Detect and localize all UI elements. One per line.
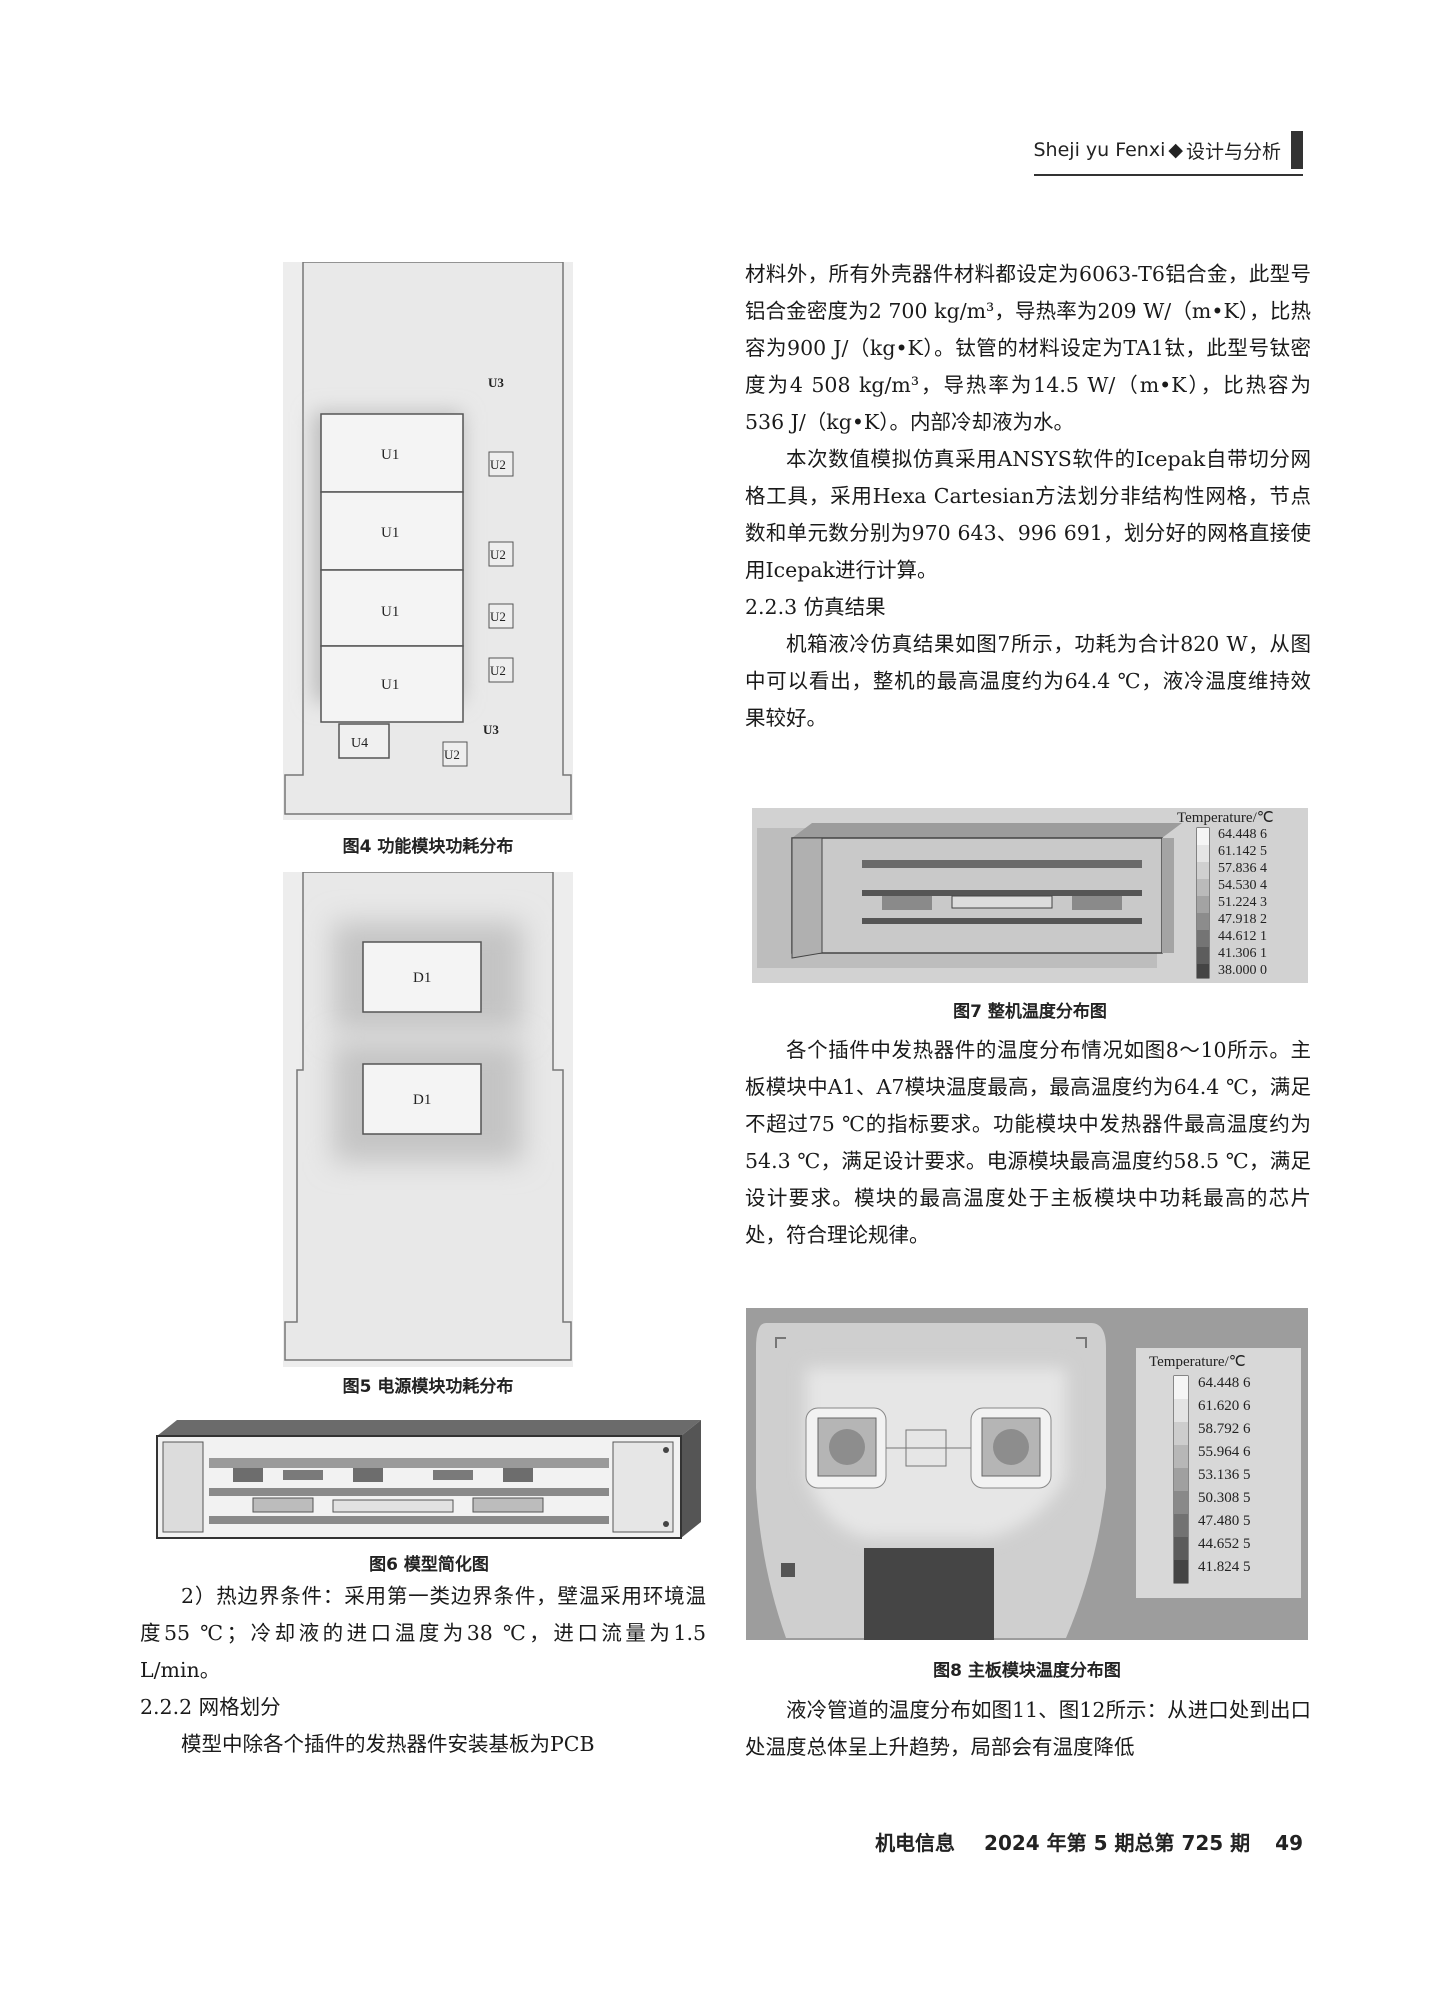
d1-label: D1: [413, 970, 431, 986]
u1-label: U1: [381, 525, 399, 541]
u1-label: U1: [381, 447, 399, 463]
u2-block: [488, 451, 514, 477]
footer-issue: 2024 年第 5 期总第 725 期: [984, 1831, 1251, 1855]
header-bar: [1291, 131, 1303, 169]
u2-block: [488, 541, 514, 567]
u4-label: U4: [351, 736, 368, 751]
figure-4: U1 U1 U1 U1 U2 U2 U2 U2 U2 U3 U3 U4: [283, 262, 573, 820]
paragraph: 模型中除各个插件的发热器件安装基板为PCB: [181, 1732, 595, 1756]
figure-6: [153, 1412, 705, 1542]
header-rule: [1033, 174, 1303, 176]
fig8-legend-value: 55.964 6: [1198, 1444, 1251, 1460]
fig8-legend-title: Temperature/℃: [1149, 1354, 1246, 1370]
fig8-legend-value: 64.448 6: [1198, 1375, 1251, 1391]
fig8-legend-value: 41.824 5: [1198, 1559, 1251, 1575]
fig7-legend-value: 64.448 6: [1218, 827, 1267, 842]
u1-block: [320, 645, 464, 723]
paragraph: 本次数值模拟仿真采用ANSYS软件的Icepak自带切分网格工具，采用Hexa …: [745, 447, 1311, 582]
u2-label: U2: [490, 663, 506, 678]
u1-label: U1: [381, 604, 399, 620]
u2-label: U2: [490, 609, 506, 624]
fig7-legend-value: 57.836 4: [1218, 861, 1267, 876]
fig8-legend-value: 44.652 5: [1198, 1536, 1251, 1552]
figure-7-diagram: Temperature/℃ 64.448 6 61.142 5 57.836 4…: [752, 808, 1308, 983]
figure-8-diagram: Temperature/℃ 64.448 6 61.620 6 58.792 6…: [746, 1308, 1308, 1640]
u3-label: U3: [488, 375, 504, 390]
fig8-legend-value: 50.308 5: [1198, 1490, 1251, 1506]
section-heading: 2.2.3 仿真结果: [745, 595, 886, 619]
header-section: 设计与分析: [1185, 140, 1281, 163]
footer-journal: 机电信息: [875, 1831, 956, 1855]
paragraph: 机箱液冷仿真结果如图7所示，功耗为合计820 W，从图中可以看出，整机的最高温度…: [745, 632, 1311, 730]
right-column-middle: 各个插件中发热器件的温度分布情况如图8～10所示。主板模块中A1、A7模块温度最…: [745, 1032, 1311, 1254]
fig7-legend-value: 47.918 2: [1218, 912, 1267, 927]
page-number: 49: [1275, 1831, 1303, 1855]
figure-7: Temperature/℃ 64.448 6 61.142 5 57.836 4…: [752, 808, 1308, 983]
u1-block: [320, 569, 464, 647]
figure-5-diagram: D1 D1: [283, 872, 573, 1367]
section-heading: 2.2.2 网格划分: [140, 1695, 281, 1719]
fig7-legend-value: 41.306 1: [1218, 946, 1267, 961]
fig7-legend-value: 54.530 4: [1218, 878, 1267, 893]
fig8-legend-value: 58.792 6: [1198, 1421, 1251, 1437]
left-column: 2）热边界条件：采用第一类边界条件，壁温采用环境温度55 ℃；冷却液的进口温度为…: [140, 1578, 706, 1763]
fig7-legend: Temperature/℃ 64.448 6 61.142 5 57.836 4…: [1177, 810, 1274, 979]
figure-5: D1 D1: [283, 872, 573, 1367]
fig8-legend-value: 47.480 5: [1198, 1513, 1251, 1529]
fig8-legend: Temperature/℃ 64.448 6 61.620 6 58.792 6…: [1136, 1348, 1301, 1598]
figure-6-caption: 图6 模型简化图: [369, 1555, 489, 1575]
figure-7-caption: 图7 整机温度分布图: [953, 1002, 1107, 1022]
fig7-legend-value: 44.612 1: [1218, 929, 1267, 944]
u2-block: [488, 657, 514, 683]
u2-block: [488, 603, 514, 629]
figure-4-caption: 图4 功能模块功耗分布: [342, 837, 514, 857]
figure-6-diagram: [156, 1420, 701, 1539]
page-footer: 机电信息 2024 年第 5 期总第 725 期 49: [865, 1827, 1303, 1856]
right-column-bottom: 液冷管道的温度分布如图11、图12所示：从进口处到出口处温度总体呈上升趋势，局部…: [745, 1692, 1311, 1766]
fig7-legend-title: Temperature/℃: [1177, 810, 1274, 826]
u1-blocks: U1 U1 U1 U1: [320, 413, 464, 723]
header-diamond: ◆: [1168, 139, 1183, 161]
paragraph: 材料外，所有外壳器件材料都设定为6063-T6铝合金，此型号铝合金密度为2 70…: [745, 262, 1311, 434]
figure-8: Temperature/℃ 64.448 6 61.620 6 58.792 6…: [746, 1308, 1308, 1640]
figure-8-caption: 图8 主板模块温度分布图: [933, 1661, 1121, 1681]
u2-blocks: U2 U2 U2 U2 U2: [442, 451, 514, 767]
u1-block: [320, 491, 464, 571]
u2-label: U2: [444, 747, 460, 762]
u2-block: [442, 741, 468, 767]
u2-label: U2: [490, 547, 506, 562]
figure-5-caption: 图5 电源模块功耗分布: [342, 1377, 514, 1397]
paragraph: 各个插件中发热器件的温度分布情况如图8～10所示。主板模块中A1、A7模块温度最…: [745, 1038, 1311, 1247]
d1-label: D1: [413, 1092, 431, 1108]
u1-label: U1: [381, 677, 399, 693]
fig7-legend-value: 61.142 5: [1218, 844, 1267, 859]
figure-4-diagram: U1 U1 U1 U1 U2 U2 U2 U2 U2 U3 U3 U4: [283, 262, 573, 820]
running-head: Sheji yu Fenxi ◆ 设计与分析: [1033, 130, 1303, 176]
fig7-legend-value: 38.000 0: [1218, 963, 1267, 978]
fig8-legend-value: 61.620 6: [1198, 1398, 1251, 1414]
d1-block: [362, 941, 482, 1013]
paragraph: 2）热边界条件：采用第一类边界条件，壁温采用环境温度55 ℃；冷却液的进口温度为…: [140, 1584, 706, 1682]
u3-label: U3: [483, 722, 499, 737]
u4-block: [338, 723, 390, 759]
fig8-legend-value: 53.136 5: [1198, 1467, 1251, 1483]
d1-block: [362, 1063, 482, 1135]
paragraph: 液冷管道的温度分布如图11、图12所示：从进口处到出口处温度总体呈上升趋势，局部…: [745, 1698, 1311, 1759]
fig7-legend-value: 51.224 3: [1218, 895, 1267, 910]
u2-label: U2: [490, 457, 506, 472]
right-column-top: 材料外，所有外壳器件材料都设定为6063-T6铝合金，此型号铝合金密度为2 70…: [745, 256, 1311, 737]
header-pinyin: Sheji yu Fenxi: [1033, 139, 1166, 161]
